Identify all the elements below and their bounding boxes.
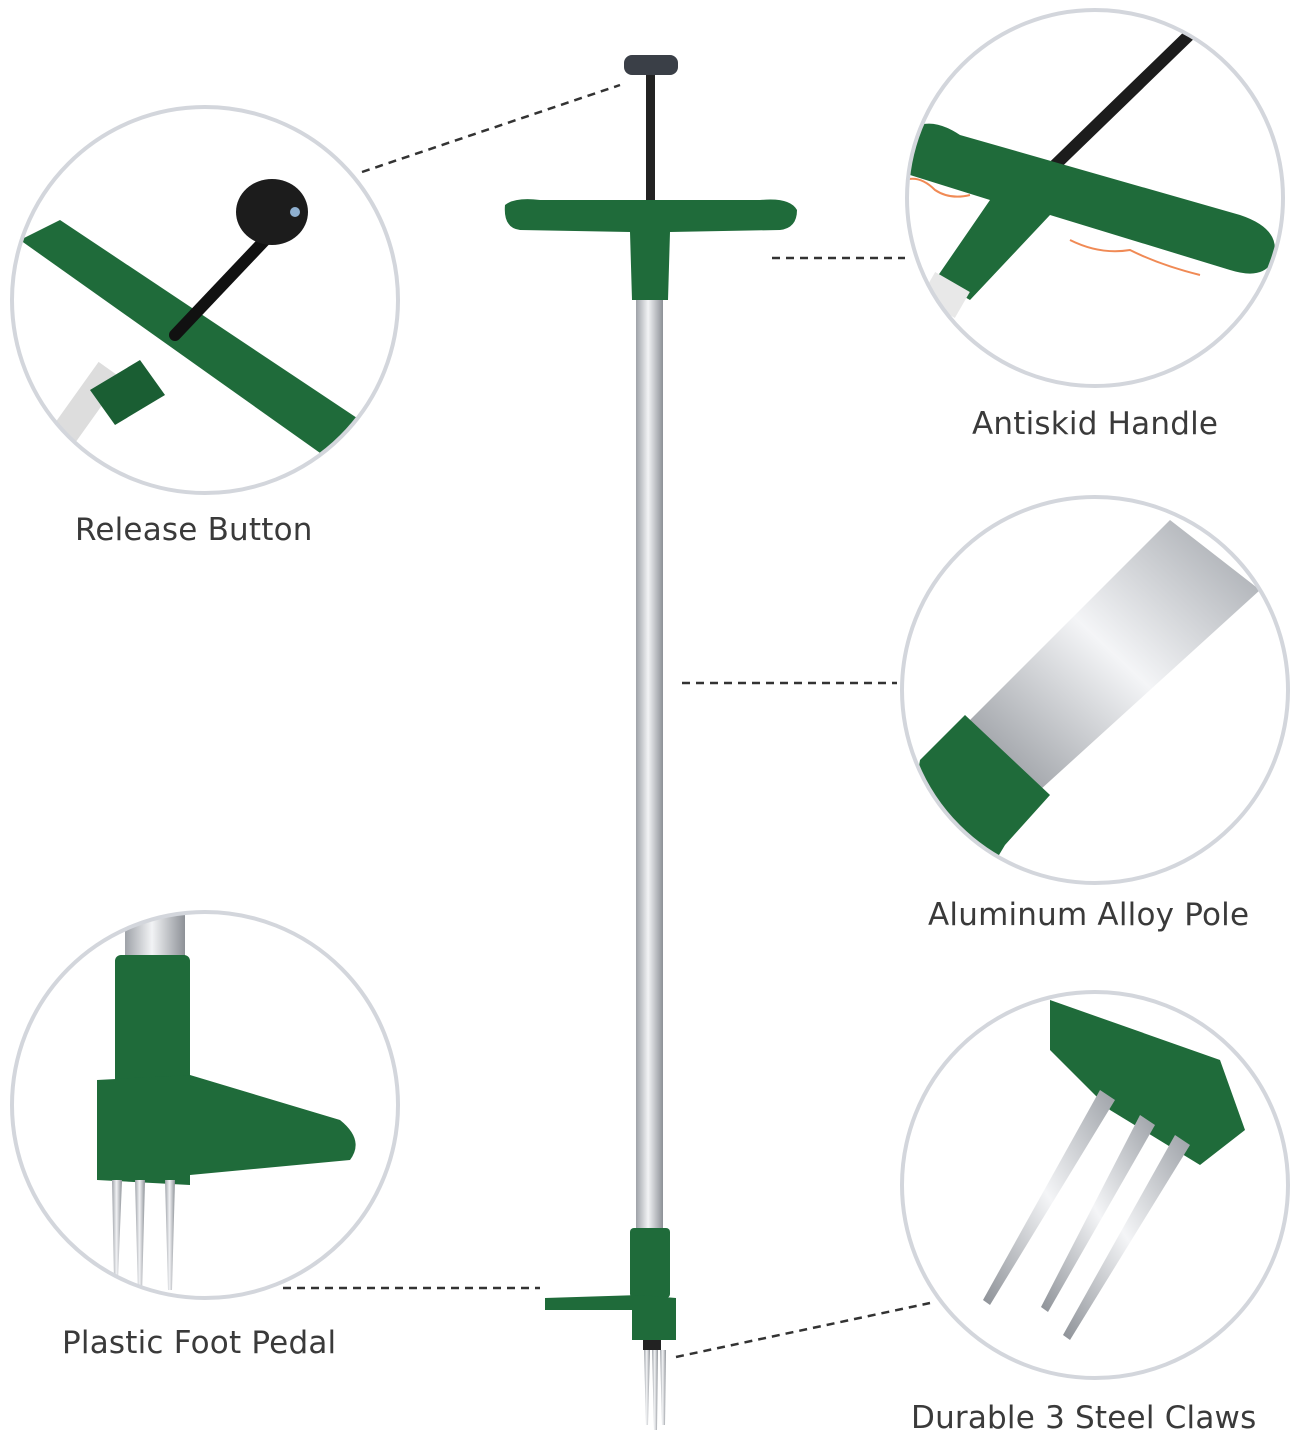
leader-steel-claws [675,1301,931,1359]
detail-circle-aluminum-pole [900,495,1290,885]
detail-circle-release-button [10,105,400,495]
leader-release-button [361,83,621,174]
label-aluminum-pole: Aluminum Alloy Pole [928,897,1250,933]
detail-circle-steel-claws [900,990,1290,1380]
leader-lines [283,83,931,1359]
weeder-tool [504,55,797,1430]
label-release-button: Release Button [75,512,313,548]
detail-circle-antiskid-handle [905,8,1285,388]
label-antiskid-handle: Antiskid Handle [972,406,1219,442]
detail-circle-foot-pedal [10,910,400,1300]
label-foot-pedal: Plastic Foot Pedal [62,1325,337,1361]
label-steel-claws: Durable 3 Steel Claws [911,1400,1257,1436]
